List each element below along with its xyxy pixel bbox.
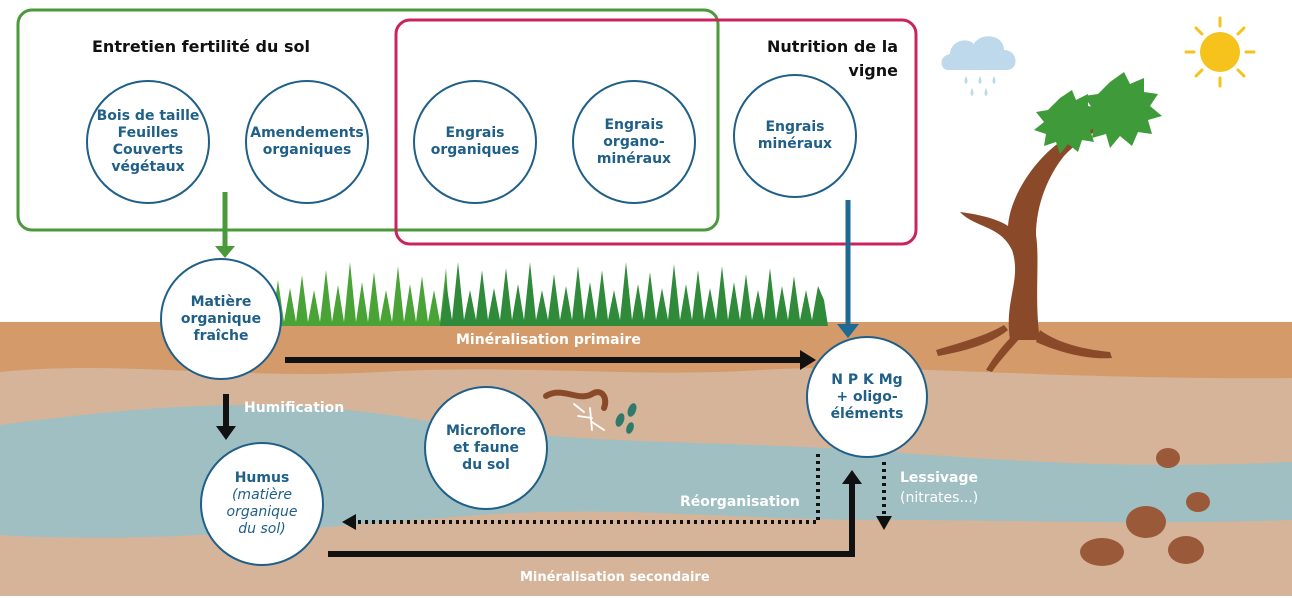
pebbles-icon: [1080, 448, 1210, 566]
label-lessivage-nitrates: (nitrates...): [900, 490, 979, 506]
rain-cloud-icon: [941, 36, 1016, 96]
vine-nutrition-title-line1: Nutrition de la: [766, 37, 898, 56]
vine-nutrition-title-line2: vigne: [848, 61, 898, 80]
grass-icon: [262, 262, 828, 326]
input-engrais-organo-mineraux: Engrais organo- minéraux: [572, 80, 696, 204]
sun-icon: [1184, 16, 1256, 88]
flow-arrows: [215, 192, 892, 557]
input-engrais-orgmin-label: Engrais organo- minéraux: [596, 116, 672, 167]
input-amendements: Amendements organiques: [245, 80, 369, 204]
humus-subtitle: (matière organique du sol): [226, 487, 298, 537]
humus-title: Humus: [234, 470, 290, 486]
npk-label: N P K Mg + oligo- éléments: [830, 371, 904, 422]
node-microflore-faune: Microflore et faune du sol: [424, 386, 548, 510]
node-humus: Humus (matière organique du sol): [200, 442, 324, 566]
soil-fertility-title: Entretien fertilité du sol: [92, 37, 310, 56]
input-bois-feuilles-couverts: Bois de taille Feuilles Couverts végétau…: [86, 80, 210, 204]
input-amendements-label: Amendements organiques: [250, 125, 364, 158]
soil-fertility-frame: [16, 8, 720, 232]
vine-plant-icon: [936, 72, 1162, 372]
deep-soil-layer: [0, 525, 1292, 612]
soil-layers: [0, 322, 1292, 612]
input-engrais-min-label: Engrais minéraux: [757, 119, 833, 152]
secondary-mineralisation-arrow: [328, 480, 855, 557]
vine-nutrition-frame: [394, 18, 918, 246]
label-reorganisation: Réorganisation: [680, 494, 800, 510]
label-mineralisation-secondaire: Minéralisation secondaire: [520, 570, 710, 585]
reorganisation-arrow: [352, 454, 820, 524]
node-npk-mg-oligo: N P K Mg + oligo- éléments: [806, 336, 928, 458]
label-lessivage: Lessivage: [900, 470, 978, 486]
node-matiere-organique-fraiche: Matière organique fraîche: [160, 258, 282, 380]
microflore-label: Microflore et faune du sol: [446, 422, 526, 473]
matiere-fraiche-label: Matière organique fraîche: [180, 293, 262, 344]
input-engrais-mineraux: Engrais minéraux: [733, 74, 857, 198]
earthworm-icon: [543, 389, 637, 434]
input-engrais-org-label: Engrais organiques: [430, 125, 520, 158]
input-engrais-organiques: Engrais organiques: [413, 80, 537, 204]
label-humification: Humification: [244, 400, 345, 416]
label-mineralisation-primaire: Minéralisation primaire: [456, 332, 641, 348]
input-bois-label: Bois de taille Feuilles Couverts végétau…: [96, 108, 200, 175]
